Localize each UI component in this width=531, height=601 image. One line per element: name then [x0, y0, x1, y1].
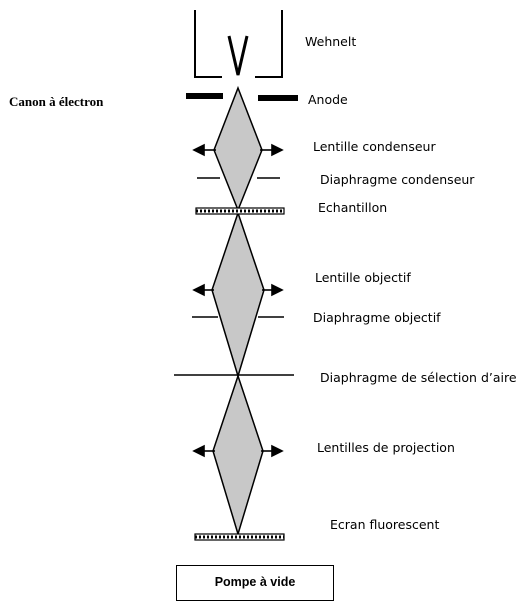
fluorescent-screen-label: Ecran fluorescent: [330, 517, 440, 532]
projection-beam: [212, 373, 264, 537]
vacuum-pump-label: Pompe à vide: [214, 575, 296, 589]
selected-area-aperture-label: Diaphragme de sélection d’aire: [320, 370, 517, 385]
filament: [227, 35, 249, 76]
objective-lens-arrows: [192, 283, 284, 297]
specimen-bar: [195, 207, 285, 215]
objective-lens-label: Lentille objectif: [315, 270, 411, 285]
objective-aperture-label: Diaphragme objectif: [313, 310, 441, 325]
projection-lens-label: Lentilles de projection: [317, 440, 455, 455]
specimen-label: Echantillon: [318, 200, 388, 215]
anode-label: Anode: [308, 92, 348, 107]
condenser-aperture-label: Diaphragme condenseur: [320, 172, 475, 187]
condenser-lens-arrows: [192, 143, 284, 157]
electron-gun-label: Canon à électron: [9, 94, 104, 109]
vacuum-pump-box: Pompe à vide: [176, 565, 334, 601]
condenser-lens-label: Lentille condenseur: [313, 139, 436, 154]
anode-left: [186, 93, 223, 99]
wehnelt-label: Wehnelt: [305, 34, 357, 49]
fluorescent-screen-bar: [194, 533, 285, 541]
projection-lens-arrows: [192, 444, 284, 458]
anode-right: [258, 95, 298, 101]
wehnelt: [194, 10, 283, 78]
condenser-beam: [213, 85, 263, 213]
objective-beam: [211, 210, 265, 379]
